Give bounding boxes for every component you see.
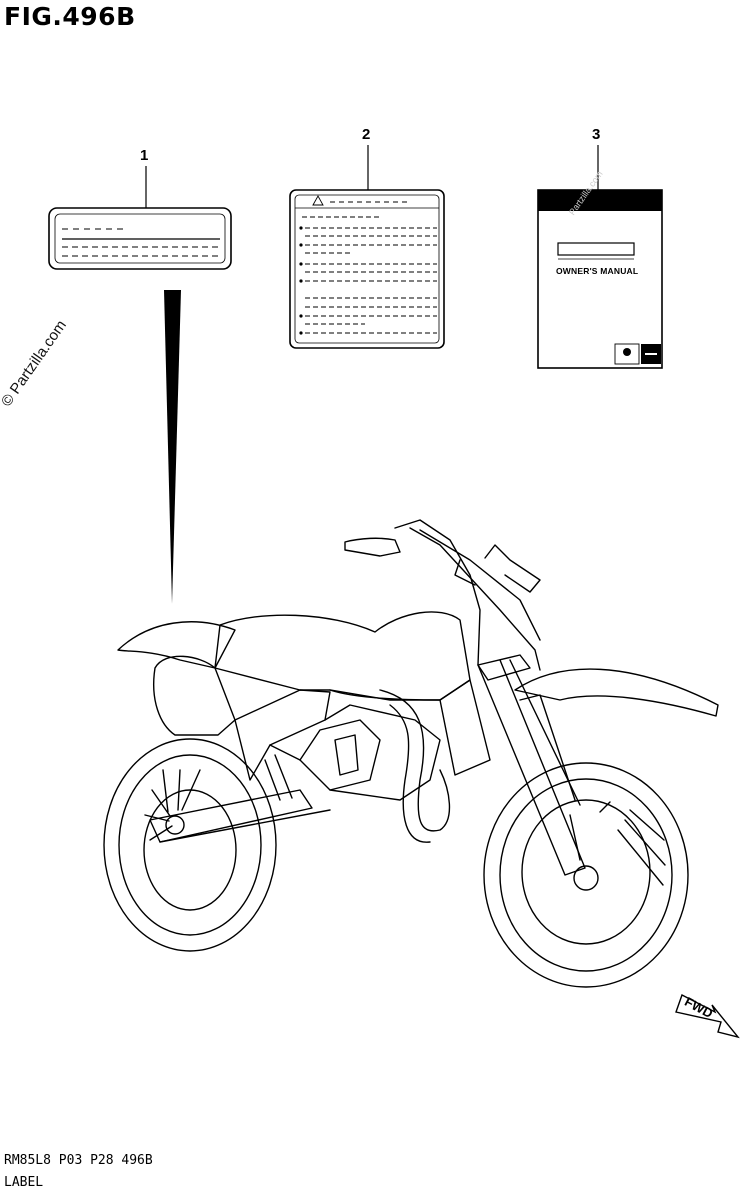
label-1-pointer: [164, 290, 181, 604]
manual-title: OWNER'S MANUAL: [556, 266, 639, 276]
callout-2[interactable]: 2: [362, 126, 371, 143]
motorcycle-illustration: [103, 519, 719, 988]
figure-title: FIG.496B: [4, 2, 136, 31]
part-3-owners-manual[interactable]: [537, 145, 663, 369]
forward-arrow-icon: [675, 994, 740, 1039]
diagram-label: LABEL: [4, 1175, 44, 1190]
part-2-warning-label[interactable]: [289, 145, 445, 349]
callout-1[interactable]: 1: [140, 147, 149, 164]
part-1-label[interactable]: [48, 166, 232, 270]
diagram-code: RM85L8 P03 P28 496B: [4, 1153, 153, 1168]
callout-3[interactable]: 3: [592, 126, 601, 143]
